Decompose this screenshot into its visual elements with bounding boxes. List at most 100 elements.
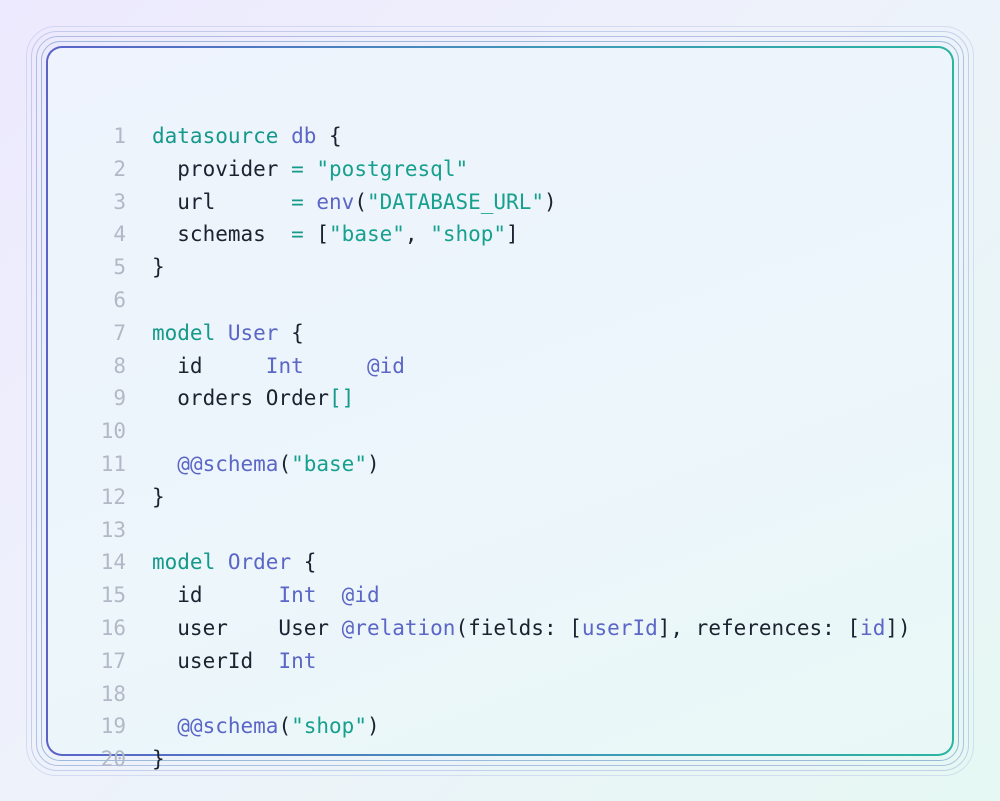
code-token: (fields: [	[455, 615, 582, 640]
code-token: db	[291, 124, 317, 148]
code-token: user User	[152, 615, 342, 640]
line-number: 3	[113, 189, 126, 214]
line-number: 5	[113, 255, 126, 280]
code-line: 5}	[48, 251, 952, 284]
code-line: 8 id Int @id	[48, 350, 952, 383]
code-token: }	[152, 747, 165, 772]
code-token: "shop"	[291, 714, 367, 739]
code-token: =	[291, 156, 304, 181]
frame-ring-2	[31, 31, 969, 771]
code-token: ]	[506, 222, 519, 247]
code-token: User	[227, 320, 279, 345]
code-token: env	[316, 189, 355, 214]
line-number: 20	[100, 747, 126, 772]
line-number: 13	[100, 517, 126, 542]
line-source: }	[152, 743, 165, 776]
line-number: 12	[100, 484, 126, 509]
code-token: =	[291, 189, 304, 214]
code-line: 10	[48, 415, 952, 448]
code-token: userId	[581, 615, 658, 640]
code-token: orders Order	[152, 386, 330, 411]
code-token	[152, 714, 177, 738]
code-token: @@schema	[177, 451, 279, 476]
code-token: )	[366, 451, 380, 476]
line-number: 15	[100, 583, 126, 608]
code-token: ])	[885, 615, 911, 640]
code-line: 17 userId Int	[48, 645, 952, 678]
frame-ring-outer	[26, 26, 974, 776]
code-line: 6	[48, 284, 952, 317]
code-token: {	[291, 550, 317, 575]
code-token: Order	[227, 550, 292, 575]
frame-ring-3	[36, 36, 964, 766]
code-line: 9 orders Order[]	[48, 382, 952, 415]
code-token: id	[860, 615, 886, 640]
code-token: @relation	[341, 615, 456, 640]
code-token: "DATABASE_URL"	[366, 189, 544, 214]
code-token: id	[152, 353, 266, 378]
line-source: user User @relation(fields: [userId], re…	[152, 612, 911, 645]
line-source: userId Int	[152, 645, 316, 678]
line-source: }	[152, 251, 165, 284]
code-token: @id	[341, 583, 380, 608]
frame-ring-4	[41, 41, 959, 761]
line-source: }	[152, 481, 165, 514]
code-token: userId	[152, 648, 279, 673]
code-token	[215, 321, 228, 345]
code-token: url	[152, 189, 292, 214]
line-source: datasource db {	[152, 120, 342, 153]
code-line: 1 datasource db {	[48, 120, 952, 153]
code-token: model	[152, 320, 216, 345]
code-token: (	[354, 189, 367, 214]
code-token: "base"	[291, 451, 367, 476]
code-token: {	[278, 320, 304, 345]
code-token: model	[152, 550, 216, 575]
code-token	[316, 583, 341, 607]
code-token: )	[366, 714, 380, 739]
code-line: 15 id Int @id	[48, 579, 952, 612]
code-token: }	[152, 484, 165, 509]
code-token: {	[316, 124, 342, 148]
line-number: 9	[113, 386, 126, 411]
line-number: 19	[100, 714, 126, 739]
code-token: [	[303, 222, 330, 247]
code-token: id	[152, 583, 279, 608]
code-token: "postgresql"	[316, 156, 469, 181]
code-line: 2 provider = "postgresql"	[48, 153, 952, 186]
code-line: 14 model Order {	[48, 546, 952, 579]
line-source: id Int @id	[152, 350, 405, 383]
code-line: 19 @@schema("shop")	[48, 710, 952, 743]
line-number: 7	[113, 320, 126, 345]
line-number: 2	[113, 156, 126, 181]
code-token: "shop"	[430, 222, 507, 247]
code-line: 4 schemas = ["base", "shop"]	[48, 218, 952, 251]
code-line: 12}	[48, 481, 952, 514]
line-number: 14	[100, 550, 126, 575]
code-token: schemas	[152, 222, 292, 247]
line-source: orders Order[]	[152, 382, 354, 415]
code-line: 7 model User {	[48, 317, 952, 350]
code-line: 20}	[48, 743, 952, 776]
line-number: 10	[100, 419, 126, 444]
code-token: ,	[404, 222, 431, 247]
code-token: }	[152, 255, 165, 280]
code-token	[215, 550, 228, 574]
code-token: Int	[265, 353, 304, 378]
code-token	[152, 452, 177, 476]
line-number: 1	[113, 124, 126, 148]
line-source: @@schema("shop")	[152, 710, 380, 743]
code-token: []	[329, 386, 355, 411]
code-token: datasource	[152, 124, 279, 148]
line-source: provider = "postgresql"	[152, 153, 468, 186]
code-token: ], references: [	[657, 615, 861, 640]
line-source: model User {	[152, 317, 304, 350]
code-line: 18	[48, 678, 952, 711]
line-number: 16	[100, 615, 126, 640]
code-line: 16 user User @relation(fields: [userId],…	[48, 612, 952, 645]
code-line: 11 @@schema("base")	[48, 448, 952, 481]
line-number: 11	[100, 451, 126, 476]
code-token: Int	[278, 583, 317, 608]
code-token: (	[278, 714, 292, 739]
